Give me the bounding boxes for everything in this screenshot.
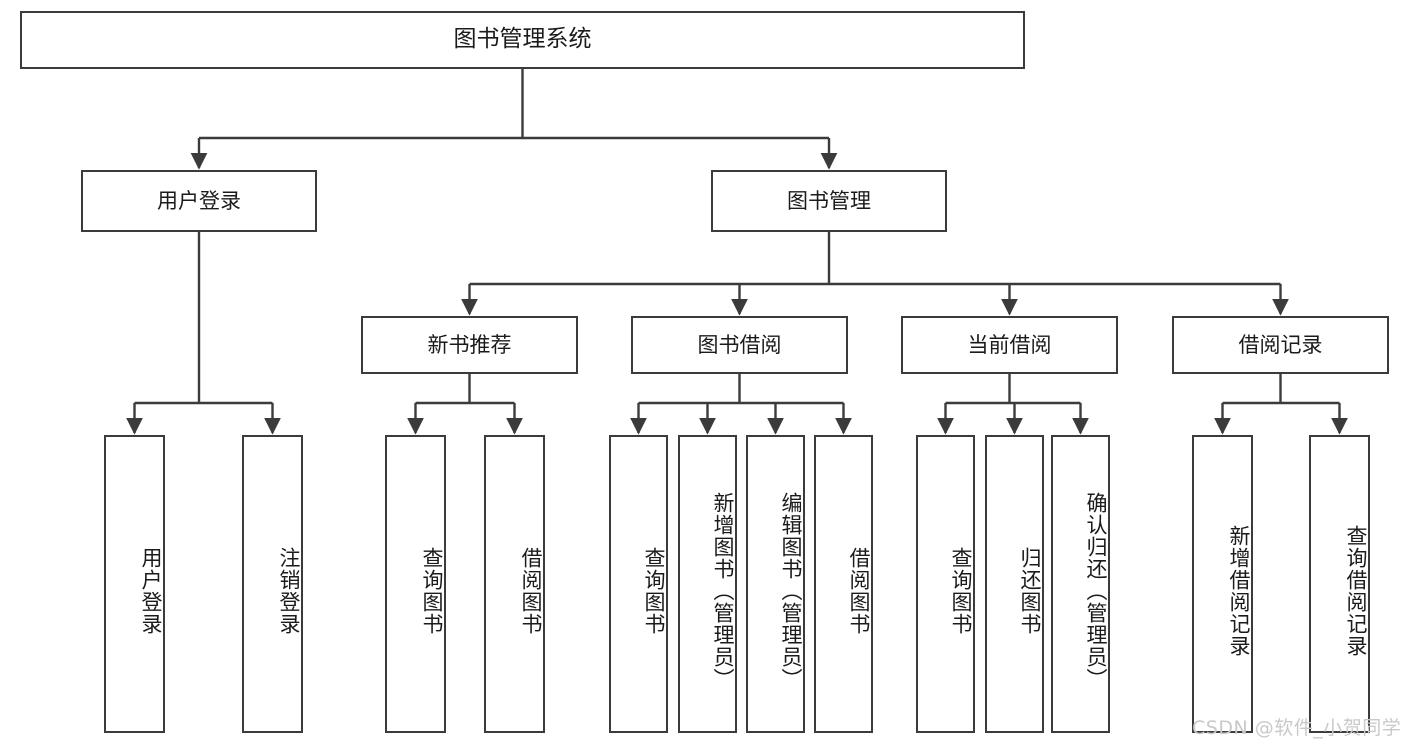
node-label: 当前借阅: [967, 332, 1052, 357]
node-leaf-records-add[interactable]: 新增借阅记录: [1192, 435, 1253, 733]
connector-bus: [469, 232, 1281, 286]
node-label: 查询图书: [949, 547, 973, 635]
connector-bus: [945, 374, 1081, 405]
node-label: 图书管理系统: [453, 26, 592, 53]
node-leaf-records-query[interactable]: 查询借阅记录: [1309, 435, 1370, 733]
node-label: 新增借阅记录: [1227, 525, 1251, 657]
connector-bus: [199, 69, 829, 140]
node-login[interactable]: 用户登录: [81, 170, 317, 232]
node-label: 查询图书: [420, 547, 444, 635]
node-bookmgmt[interactable]: 图书管理: [711, 170, 947, 232]
node-leaf-borrow-edit[interactable]: 编辑图书（管理员）: [746, 435, 805, 733]
node-label: 确认归还（管理员）: [1084, 492, 1108, 690]
node-leaf-current-confirm[interactable]: 确认归还（管理员）: [1051, 435, 1110, 733]
node-label: 借阅图书: [519, 547, 543, 635]
node-leaf-newbook-borrow[interactable]: 借阅图书: [484, 435, 545, 733]
node-leaf-current-return[interactable]: 归还图书: [985, 435, 1044, 733]
node-label: 查询借阅记录: [1344, 525, 1368, 657]
node-label: 借阅记录: [1238, 332, 1323, 357]
node-records[interactable]: 借阅记录: [1172, 316, 1389, 374]
node-leaf-borrow-take[interactable]: 借阅图书: [814, 435, 873, 733]
node-borrow[interactable]: 图书借阅: [631, 316, 848, 374]
node-label: 新书推荐: [427, 332, 512, 357]
node-label: 注销登录: [277, 547, 301, 635]
node-leaf-borrow-add[interactable]: 新增图书（管理员）: [678, 435, 737, 733]
node-leaf-current-query[interactable]: 查询图书: [916, 435, 975, 733]
node-label: 查询图书: [642, 547, 666, 635]
node-label: 新增图书（管理员）: [711, 492, 735, 690]
watermark: CSDN @软件_小贺同学: [1192, 717, 1402, 739]
node-root[interactable]: 图书管理系统: [20, 11, 1025, 69]
connector-bus: [638, 374, 844, 405]
node-leaf-newbook-query[interactable]: 查询图书: [385, 435, 446, 733]
connector-bus: [134, 232, 273, 405]
node-leaf-user-login[interactable]: 用户登录: [104, 435, 165, 733]
node-current[interactable]: 当前借阅: [901, 316, 1118, 374]
node-label: 归还图书: [1018, 547, 1042, 635]
node-label: 用户登录: [157, 188, 241, 213]
node-label: 用户登录: [139, 547, 163, 635]
connector-bus: [1222, 374, 1340, 405]
connector-bus: [415, 374, 515, 405]
node-leaf-user-logout[interactable]: 注销登录: [242, 435, 303, 733]
node-label: 图书借阅: [697, 332, 782, 357]
node-leaf-borrow-query[interactable]: 查询图书: [609, 435, 668, 733]
node-label: 编辑图书（管理员）: [779, 492, 803, 690]
node-label: 图书管理: [787, 188, 871, 213]
node-newbook[interactable]: 新书推荐: [361, 316, 578, 374]
node-label: 借阅图书: [847, 547, 871, 635]
